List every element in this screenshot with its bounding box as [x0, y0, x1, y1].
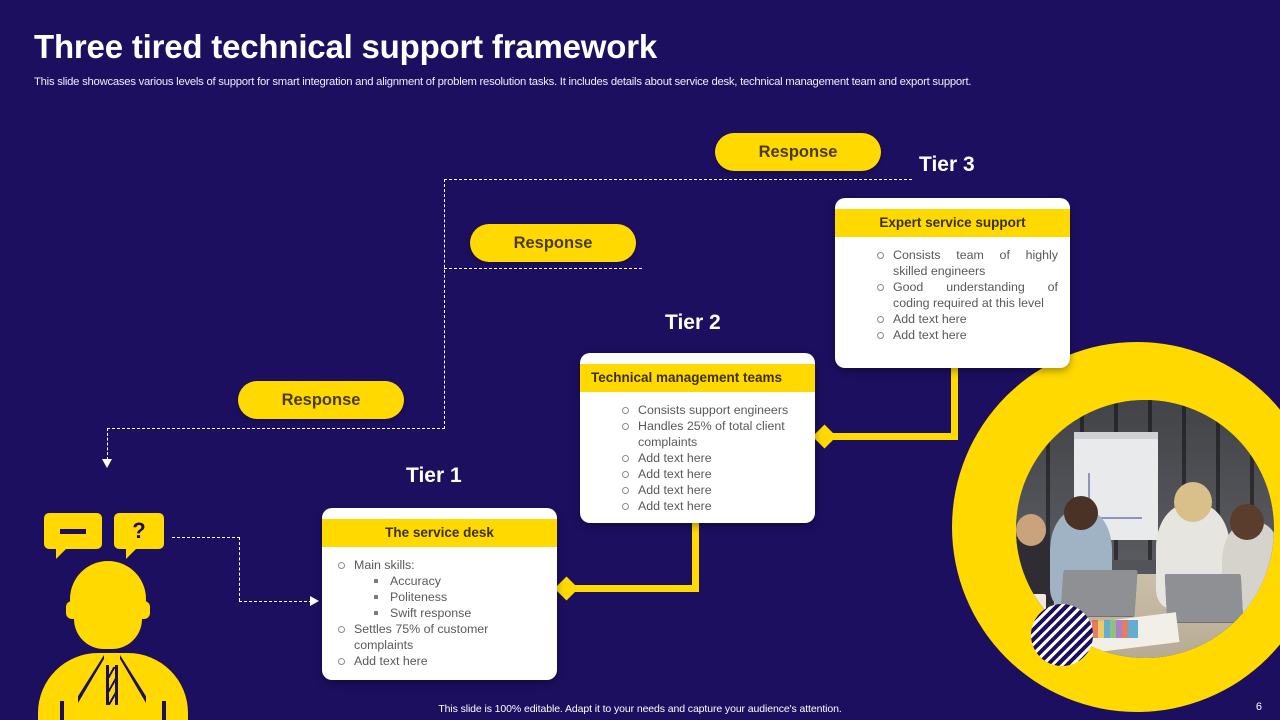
list-item: Good understanding of coding required at… — [873, 279, 1058, 311]
response-pill-tier3[interactable]: Response — [715, 133, 881, 171]
photo-person-head — [1016, 514, 1046, 546]
photo-laptop — [1164, 574, 1244, 622]
photo-inner — [1016, 400, 1274, 658]
bullet-text: Main skills: — [354, 558, 415, 572]
response-pill-label: Response — [758, 142, 838, 161]
dashed-path-top — [444, 179, 912, 180]
team-meeting-photo — [1016, 400, 1274, 658]
person-arm-seam-right — [162, 701, 166, 720]
photo-person-head — [1174, 482, 1212, 522]
list-item: Consists support engineers — [618, 402, 803, 418]
list-item: Add text here — [618, 498, 803, 514]
speech-bubble-question-icon: ? — [114, 513, 164, 559]
list-item: Consists team of highly skilled engineer… — [873, 247, 1058, 279]
list-item: Main skills: Accuracy Politeness Swift r… — [334, 557, 545, 621]
photo-person-head — [1064, 496, 1098, 530]
photo-coffee-cup — [1030, 594, 1046, 614]
dashed-path-customer-in — [239, 601, 312, 602]
photo-chart-printout — [1092, 620, 1138, 638]
list-item: Accuracy — [372, 573, 545, 589]
dash-glyph — [60, 528, 86, 534]
list-item: Swift response — [372, 605, 545, 621]
tier-3-card-body: Consists team of highly skilled engineer… — [835, 237, 1070, 359]
response-pill-tier2[interactable]: Response — [470, 224, 636, 262]
tier-2-card[interactable]: Technical management teams Consists supp… — [580, 353, 815, 528]
yellow-connector-tier1-tier2-vertical — [692, 520, 699, 592]
dashed-path-lower — [107, 428, 445, 429]
customer-icon: ? — [38, 505, 188, 720]
page-subtitle: This slide showcases various levels of s… — [34, 76, 972, 88]
list-item: Settles 75% of customer complaints — [334, 621, 545, 653]
arrow-right-icon — [310, 596, 319, 606]
page-number: 6 — [1255, 701, 1262, 713]
list-item: Politeness — [372, 589, 545, 605]
speech-bubble-statement-icon — [44, 513, 102, 559]
tier-1-bullet-list: Main skills: Accuracy Politeness Swift r… — [334, 557, 545, 669]
list-item: Add text here — [618, 450, 803, 466]
dashed-path-customer-out — [172, 537, 240, 538]
dashed-path-customer-down — [239, 537, 240, 601]
list-item: Add text here — [618, 482, 803, 498]
decorative-stripe-circle — [1031, 604, 1093, 666]
list-item: Add text here — [873, 327, 1058, 343]
tier-3-bullet-list: Consists team of highly skilled engineer… — [873, 247, 1058, 343]
tier-1-card-body: Main skills: Accuracy Politeness Swift r… — [322, 547, 557, 685]
tier-3-label: Tier 3 — [919, 153, 975, 176]
dashed-path-vertical-left — [107, 428, 108, 460]
yellow-connector-tier1-tier2-horizontal — [569, 585, 699, 592]
list-item: Add text here — [334, 653, 545, 669]
tier-1-label: Tier 1 — [406, 464, 462, 487]
tier-1-card-title: The service desk — [322, 519, 557, 547]
list-item: Add text here — [873, 311, 1058, 327]
photo-person-head — [1230, 504, 1264, 540]
tier-1-sub-list: Accuracy Politeness Swift response — [372, 573, 545, 621]
tier-1-card[interactable]: The service desk Main skills: Accuracy P… — [322, 508, 557, 685]
dashed-path-middle — [444, 268, 642, 269]
response-pill-label: Response — [281, 390, 361, 409]
person-head — [74, 565, 142, 649]
tier-2-card-body: Consists support engineers Handles 25% o… — [580, 392, 815, 530]
tier-2-label: Tier 2 — [665, 311, 721, 334]
footer-note: This slide is 100% editable. Adapt it to… — [438, 703, 842, 715]
yellow-connector-tier2-tier3-vertical — [951, 365, 958, 440]
question-mark-glyph: ? — [132, 518, 146, 543]
response-pill-tier1[interactable]: Response — [238, 381, 404, 419]
yellow-diamond-node — [554, 576, 579, 601]
page-title: Three tired technical support framework — [34, 28, 658, 65]
arrow-down-icon — [102, 459, 112, 468]
person-arm-seam-left — [60, 701, 64, 720]
yellow-diamond-node — [812, 424, 837, 449]
tier-3-card-title: Expert service support — [835, 209, 1070, 237]
response-pill-label: Response — [513, 233, 593, 252]
dashed-path-vertical-mid — [444, 179, 445, 429]
tier-2-card-title: Technical management teams — [580, 364, 815, 392]
tier-2-bullet-list: Consists support engineers Handles 25% o… — [618, 402, 803, 514]
list-item: Handles 25% of total client complaints — [618, 418, 803, 450]
tier-3-card[interactable]: Expert service support Consists team of … — [835, 198, 1070, 373]
list-item: Add text here — [618, 466, 803, 482]
person-tie-stripes — [106, 667, 118, 705]
yellow-connector-tier2-tier3-horizontal — [828, 433, 958, 440]
